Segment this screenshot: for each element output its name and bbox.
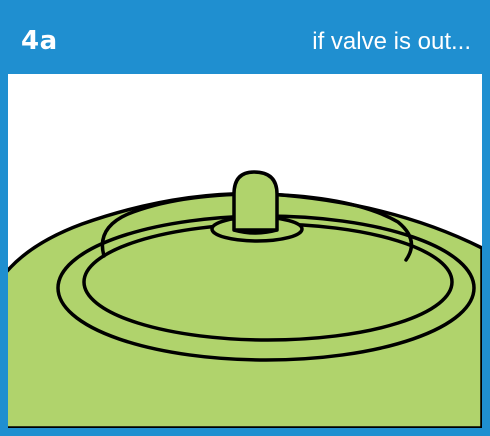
- valve-stem-icon: [234, 172, 277, 230]
- ball-valve-illustration: [8, 8, 482, 428]
